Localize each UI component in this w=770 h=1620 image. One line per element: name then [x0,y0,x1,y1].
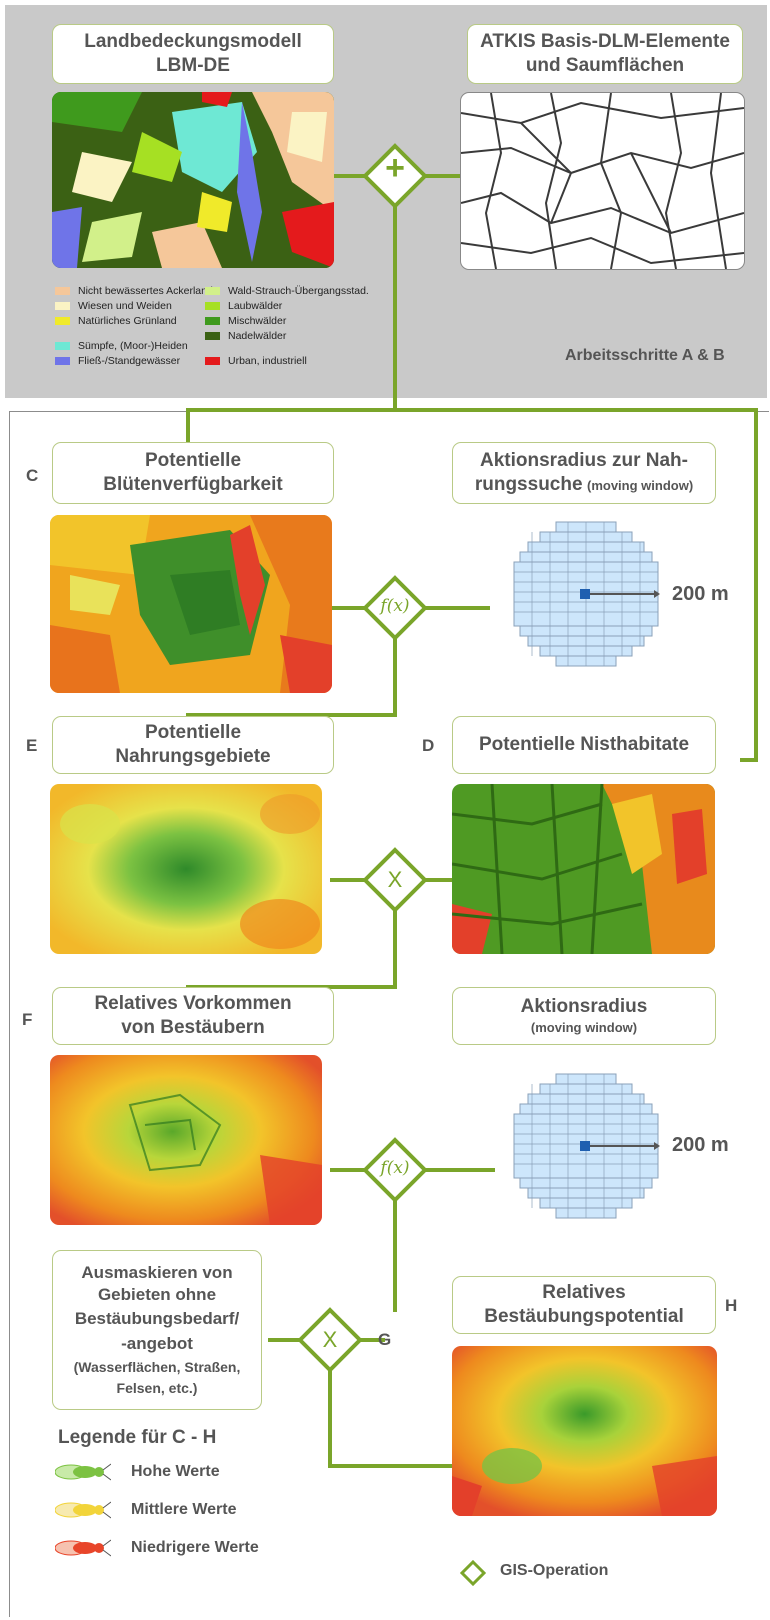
lbm-title-box: Landbedeckungsmodell LBM-DE [52,24,334,84]
f-title-line2: von Bestäubern [121,1017,265,1038]
plus-operator-symbol: + [385,149,405,187]
radius1-title-line2: rungssuche [474,474,583,495]
radius-label-1: 200 m [672,583,729,605]
legend-high-values: Hohe Werte [131,1463,220,1480]
multiply-operator-symbol-2: X [322,1327,338,1352]
c-title-line2: Blütenverfügbarkeit [103,474,283,495]
lbm-title: Landbedeckungsmodell [84,31,302,52]
d-title-box: Potentielle Nisthabitate [452,716,716,774]
mask-title-line2: Gebieten ohne [97,1285,217,1304]
lbm-legend-item: Wiesen und Weiden [55,300,172,312]
gis-operation-multiply-2 [297,1307,363,1373]
step-letter-e: E [26,736,38,755]
c-title-line1: Potentielle [144,450,242,471]
lbm-legend-item: Wald-Strauch-Übergangsstad. [205,285,369,297]
atkis-line-map [460,92,745,270]
radius2-subtitle: (moving window) [530,1020,638,1035]
potential-foraging-map [50,784,322,954]
legend-low-values: Niedrigere Werte [131,1539,259,1556]
mask-subtitle-line2: Felsen, etc.) [116,1380,198,1396]
step-letter-d: D [422,736,435,755]
legend-ch-title: Legende für C - H [58,1427,217,1448]
gis-operation-legend-icon [460,1560,486,1586]
atkis-title-box: ATKIS Basis-DLM-Elemente und Saumflächen [467,24,743,84]
lbm-legend-item: Urban, industriell [205,355,307,367]
f-title-line1: Relatives Vorkommen [94,993,292,1014]
lbm-legend-item: Fließ-/Standgewässer [55,355,180,367]
gis-operation-multiply-1 [362,847,428,913]
pollination-potential-map [452,1346,717,1516]
atkis-subtitle: und Saumflächen [525,55,685,76]
gis-operation-legend-label: GIS-Operation [500,1562,609,1579]
mask-title-line4: -angebot [121,1334,193,1353]
e-title-line1: Potentielle [144,722,242,743]
radius-label-2: 200 m [672,1134,729,1156]
radius1-subtitle: (moving window) [587,478,694,493]
lbm-legend-item: Natürliches Grünland [55,315,177,327]
lbm-legend-item: Nadelwälder [205,330,286,342]
e-title-line2: Nahrungsgebiete [115,746,271,767]
bee-icon-medium [55,1501,111,1519]
step-letter-g: G [378,1330,392,1349]
step-letter-h: H [725,1296,738,1315]
radius-box-2: Aktionsradius (moving window) [452,987,716,1045]
lbm-legend-item: Nicht bewässertes Ackerland [55,285,213,297]
moving-window-grid-2 [513,1073,660,1219]
multiply-operator-symbol-1: X [387,867,403,892]
d-title: Potentielle Nisthabitate [478,734,690,755]
bee-icon-high [55,1463,111,1481]
step-letter-f: F [22,1010,33,1029]
h-title-box: Relatives Bestäubungspotential [452,1276,716,1334]
fx-operator-symbol-1: f(x) [380,596,410,616]
mask-box: Ausmaskieren von Gebieten ohne Bestäubun… [52,1250,262,1410]
legend-medium-values: Mittlere Werte [131,1501,237,1518]
atkis-title: ATKIS Basis-DLM-Elemente [480,31,730,52]
h-title-line1: Relatives [542,1282,626,1303]
mask-title-line3: Bestäubungsbedarf/ [74,1309,240,1328]
nesting-habitat-map [452,784,715,954]
fx-operator-symbol-2: f(x) [380,1158,410,1178]
h-title-line2: Bestäubungspotential [484,1306,684,1327]
gis-operation-fx-2 [362,1137,428,1203]
bloom-availability-map [50,515,332,693]
lbm-legend-item: Sümpfe, (Moor-)Heiden [55,340,188,352]
pollinator-occurrence-map [50,1055,322,1225]
steps-a-b-label: Arbeitsschritte A & B [565,347,725,364]
lbm-subtitle: LBM-DE [156,55,230,76]
gis-operation-fx-1 [362,575,428,641]
f-title-box: Relatives Vorkommen von Bestäubern [52,987,334,1045]
radius2-title: Aktionsradius [520,996,648,1017]
moving-window-grid-1 [513,521,660,667]
e-title-box: Potentielle Nahrungsgebiete [52,716,334,774]
c-title-box: Potentielle Blütenverfügbarkeit [52,442,334,504]
mask-subtitle-line1: (Wasserflächen, Straßen, [73,1359,241,1375]
step-letter-c: C [26,466,39,485]
gis-operation-plus [362,143,428,209]
radius-foraging-box: Aktionsradius zur Nah- rungssuche (movin… [452,442,716,504]
lbm-legend-item: Laubwälder [205,300,282,312]
lbm-legend-item: Mischwälder [205,315,286,327]
bee-icon-low [55,1539,111,1557]
mask-title-line1: Ausmaskieren von [81,1263,233,1282]
radius1-title-line1: Aktionsradius zur Nah- [480,450,688,471]
lbm-land-cover-map [52,92,334,268]
